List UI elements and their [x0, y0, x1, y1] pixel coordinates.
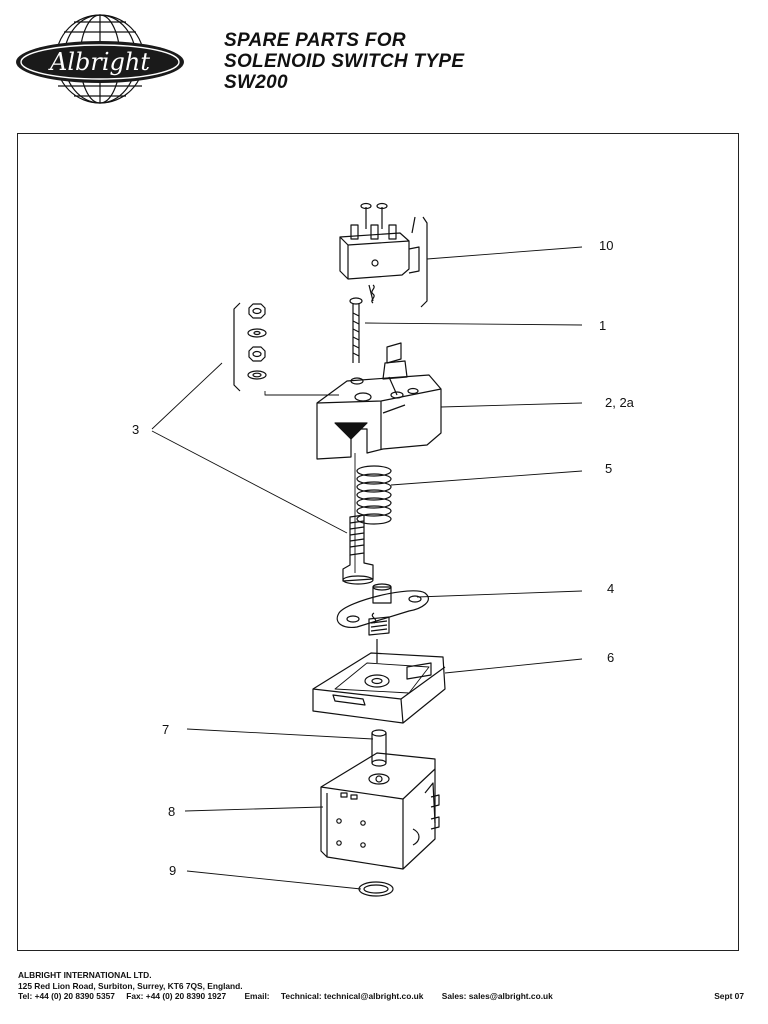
albright-logo: Albright [16, 14, 184, 104]
plunger-bolt [342, 514, 374, 585]
part-6-contact-plate [312, 652, 446, 724]
part-8-coil-housing [320, 752, 440, 870]
part-2-switch-cap [316, 342, 442, 460]
leader-lines [151, 246, 583, 890]
callout-10: 10 [599, 238, 613, 253]
title-line-1: SPARE PARTS FOR [224, 30, 406, 51]
footer-tel: Tel: +44 (0) 20 8390 5357 [18, 991, 115, 1001]
callout-6: 6 [607, 650, 614, 665]
footer-contact-row: Tel: +44 (0) 20 8390 5357 Fax: +44 (0) 2… [18, 991, 758, 1002]
footer-address: 125 Red Lion Road, Surbiton, Surrey, KT6… [18, 980, 243, 991]
callout-4: 4 [607, 581, 614, 596]
callout-5: 5 [605, 461, 612, 476]
title-line-2: SOLENOID SWITCH TYPE [224, 51, 465, 72]
callout-2-2a: 2, 2a [605, 395, 635, 410]
footer-company: ALBRIGHT INTERNATIONAL LTD. [18, 970, 152, 980]
footer-date: Sept 07 [714, 991, 744, 1001]
part-9-ring [358, 881, 394, 897]
drawing-frame [17, 133, 739, 951]
part-7-pin [371, 729, 387, 767]
callout-7: 7 [162, 722, 169, 737]
callout-1: 1 [599, 318, 606, 333]
page-footer: ALBRIGHT INTERNATIONAL LTD. 125 Red Lion… [18, 970, 758, 1001]
part-3-nuts-washers [233, 302, 339, 396]
title-line-3: SW200 [224, 72, 288, 93]
callout-9: 9 [169, 863, 176, 878]
footer-email-label: Email: [244, 991, 270, 1001]
exploded-view-diagram: 10 1 2, 2a 3 5 4 6 7 8 9 [132, 202, 635, 897]
footer-fax: Fax: +44 (0) 20 8390 1927 [126, 991, 227, 1001]
part-4-contact-bar [336, 583, 429, 663]
part-1-screw [349, 297, 364, 385]
part-10-terminal-block [339, 202, 428, 308]
page-title: SPARE PARTS FOR SOLENOID SWITCH TYPE SW2… [224, 30, 464, 93]
part-5-spring [354, 453, 392, 573]
footer-technical-email[interactable]: Technical: technical@albright.co.uk [280, 991, 424, 1001]
logo-wordmark: Albright [48, 48, 150, 76]
footer-sales-email[interactable]: Sales: sales@albright.co.uk [441, 991, 553, 1001]
callout-8: 8 [168, 804, 175, 819]
callout-3: 3 [132, 422, 139, 437]
